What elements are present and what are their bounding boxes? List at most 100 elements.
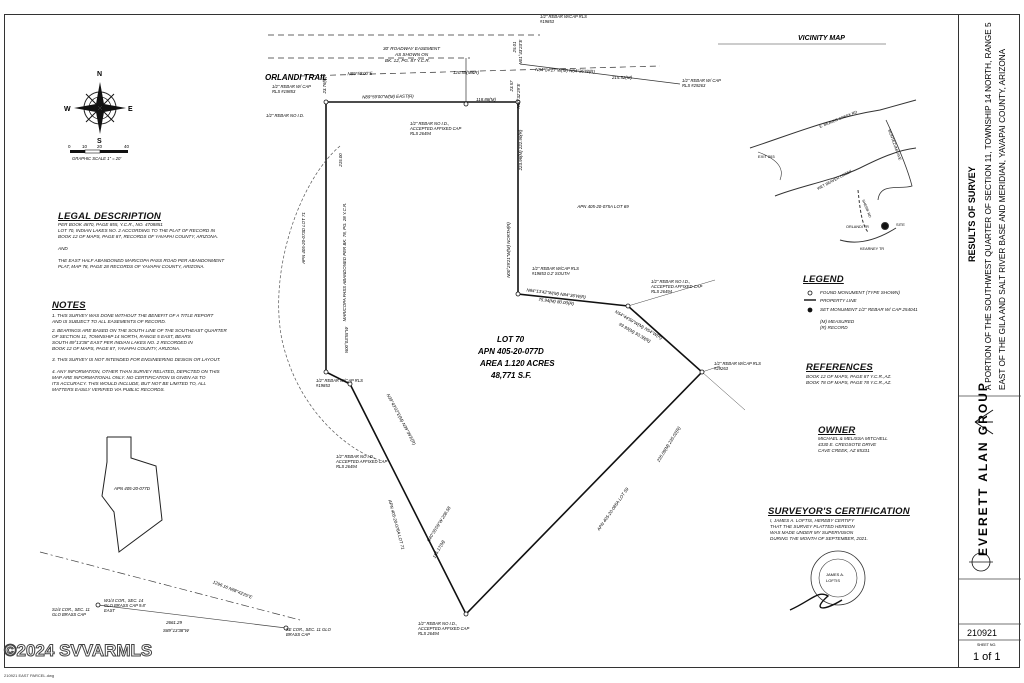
legal-text: PER BOOK 4870, PAGE 855, Y.C.R., NO. 470…: [58, 222, 225, 269]
title-line-1: RESULTS OF SURVEY: [967, 166, 977, 262]
lot-sf: 48,771 S.F.: [490, 371, 531, 380]
legal-title: LEGAL DESCRIPTION: [58, 211, 161, 222]
plan-callout-0: 1/2" REBAR W/CAP RLS#19853: [540, 14, 587, 24]
scale-tick-10: 10: [82, 144, 88, 149]
owner-line-1: MICHAEL & MELISSA MITCHELL: [818, 436, 888, 441]
legend-item-4: (M) MEASURED: [820, 319, 855, 324]
plan-label-11: 223.96(M) 222.90(R): [518, 129, 523, 171]
plan-label-3: 215.52(M): [611, 75, 633, 80]
vicinity-label-6: ORLANDI TR: [846, 225, 869, 229]
plan-label-10: N00°32'29"E: [516, 83, 521, 108]
scale-tick-0: 0: [68, 144, 71, 149]
compass-n: N: [97, 71, 102, 78]
vicinity-label-5: SHERIF RD: [861, 199, 872, 219]
plan-label-25: APN 405-20-075A LOT 69: [576, 204, 629, 209]
scale-tick-40: 40: [124, 144, 130, 149]
legend-title: LEGEND: [803, 274, 844, 285]
owner-line-2: 4330 E. CREOSOTE DRIVE: [818, 442, 877, 447]
scale-tick-20: 20: [97, 144, 103, 149]
plan-callout-3: 1/2" REBAR NO I.D.: [266, 113, 304, 118]
sheet-label: SHEET NO.: [977, 643, 996, 647]
svg-text:LOFTIS: LOFTIS: [826, 578, 840, 583]
legend-item-2: PROPERTY LINE: [820, 298, 857, 303]
scale-label: GRAPHIC SCALE 1" = 20': [72, 156, 121, 161]
title-line-2: A PORTION OF THE SOUTHWEST QUARTER OF SE…: [984, 22, 993, 390]
plan-callouts: 1/2" REBAR W/CAP RLS#19853 1/2" REBAR W/ …: [52, 14, 761, 637]
legend-item-5: (R) RECORD: [820, 325, 848, 330]
notes-title: NOTES: [52, 300, 86, 311]
job-number: 210921: [967, 628, 997, 638]
plan-label-2: N84°24'17"W(M) N84°36'W(R): [535, 67, 595, 74]
legend-item-3: SET MONUMENT 1/2" REBAR W/ CAP 254041: [820, 307, 918, 312]
north-arrow-icon: [74, 82, 126, 134]
plan-label-9: N01°43'23"E: [518, 39, 523, 64]
title-block: RESULTS OF SURVEY A PORTION OF THE SOUTH…: [958, 14, 1021, 668]
plan-label-6: 23.76(R): [322, 76, 327, 95]
title-block-text: RESULTS OF SURVEY A PORTION OF THE SOUTH…: [959, 22, 1021, 663]
plan-label-21: 235.09(M) 235.02(R): [655, 425, 682, 464]
company-logo-icon: [969, 409, 994, 572]
vicinity-map: [718, 43, 917, 243]
reference-1: BOOK 12 OF MAPS, PAGE 87 Y.C.R.,AZ.: [806, 374, 892, 379]
easement-line-1: 30' ROADWAY EASEMENT: [383, 46, 441, 51]
easement-line-3: BK. 12, PG. 87 Y.C.R.: [385, 58, 430, 63]
surveyor-seal-icon: JAMES A. LOFTIS: [789, 550, 866, 611]
note-2: 2. BEARINGS ARE BASED ON THE SOUTH LINE …: [52, 328, 227, 351]
note-1: 1. THIS SURVEY WAS DONE WITHOUT THE BENE…: [52, 313, 214, 324]
vicinity-label-1: E. BEAVER CREEK RD: [819, 110, 858, 129]
compass-s: S: [97, 138, 102, 145]
sheet-number: 1 of 1: [973, 651, 1001, 663]
plan-label-31: S89°13'38"W: [163, 628, 190, 633]
survey-plan: N S E W 0 10 20 40 GRAPHIC SCALE 1" = 20…: [39, 14, 917, 637]
cul-de-sac-arc: [278, 145, 381, 461]
plan-label-27: APN 405-20-085A LOT 59: [595, 486, 629, 532]
vicinity-label-site: SITE: [896, 222, 905, 227]
vicinity-label-3: EXIT 293: [758, 154, 775, 159]
survey-sheet: [4, 14, 1020, 668]
plan-label-1: 120.59(M&R): [453, 70, 480, 75]
plan-label-4: N89°59'00"W(M) EAST(R): [362, 94, 414, 100]
plan-label-13: 215.00: [338, 153, 343, 168]
cert-text: I, JAMES A. LOFTIS, HEREBY CERTIFY THAT …: [770, 518, 868, 541]
owner-title: OWNER: [818, 425, 856, 436]
plan-callout-7: 1/2" REBAR W/CAP RLS#29263: [714, 361, 761, 371]
plan-label-5: 118.88(M): [476, 97, 496, 102]
company-name: EVERETT ALAN GROUP: [976, 381, 990, 556]
plan-label-17: 75.94(M) 80.00(R): [538, 297, 575, 306]
lot-area: AREA 1.120 ACRES: [479, 359, 555, 368]
legend-item-1: FOUND MONUMENT (TYPE SHOWN): [820, 290, 900, 295]
cert-title: SURVEYOR'S CERTIFICATION: [768, 506, 910, 517]
plan-label-12: N00°29'21"W(M) NORTH(R): [506, 222, 511, 278]
vicinity-title: VICINITY MAP: [798, 35, 845, 42]
plan-callout-8: 1/2" REBAR W/CAP RLS#19853: [316, 378, 363, 388]
easement-line-2: AS SHOWN ON: [394, 52, 429, 57]
vicinity-label-2: MONTEZUMA AVE: [887, 129, 902, 161]
section-lines: [39, 279, 746, 629]
lot-apn: APN 405-20-077D: [477, 347, 544, 356]
owner-line-3: CAVE CREEK, AZ 85331: [818, 448, 870, 453]
plan-label-30: 2661.29: [165, 620, 182, 625]
road-easement: [268, 34, 681, 104]
graphic-scale: 0 10 20 40 GRAPHIC SCALE 1" = 20': [68, 144, 130, 161]
lot-boundary: [325, 101, 704, 616]
compass-e: E: [128, 106, 133, 113]
footer-file: 210921 EAST PARCEL.dwg: [4, 673, 55, 678]
vicinity-label-4: WET BEAVER CREEK: [817, 169, 853, 191]
plan-label-0: N89°59'00"E: [347, 71, 372, 76]
monument-markers: [95, 99, 705, 631]
vicinity-label-7: KEARNEY TR: [860, 247, 884, 251]
road-label: ORLANDI TRAIL: [265, 73, 327, 82]
plan-label-24: APN 405-20-073D LOT 71: [301, 212, 306, 265]
plan-label-14: MARICOPA PASS ABANDONED PER BK. 78, PG. …: [342, 203, 347, 322]
note-3: 3. THIS SURVEY IS NOT INTENDED FOR ENGIN…: [52, 357, 221, 362]
plan-label-8: 25.01: [512, 41, 517, 54]
